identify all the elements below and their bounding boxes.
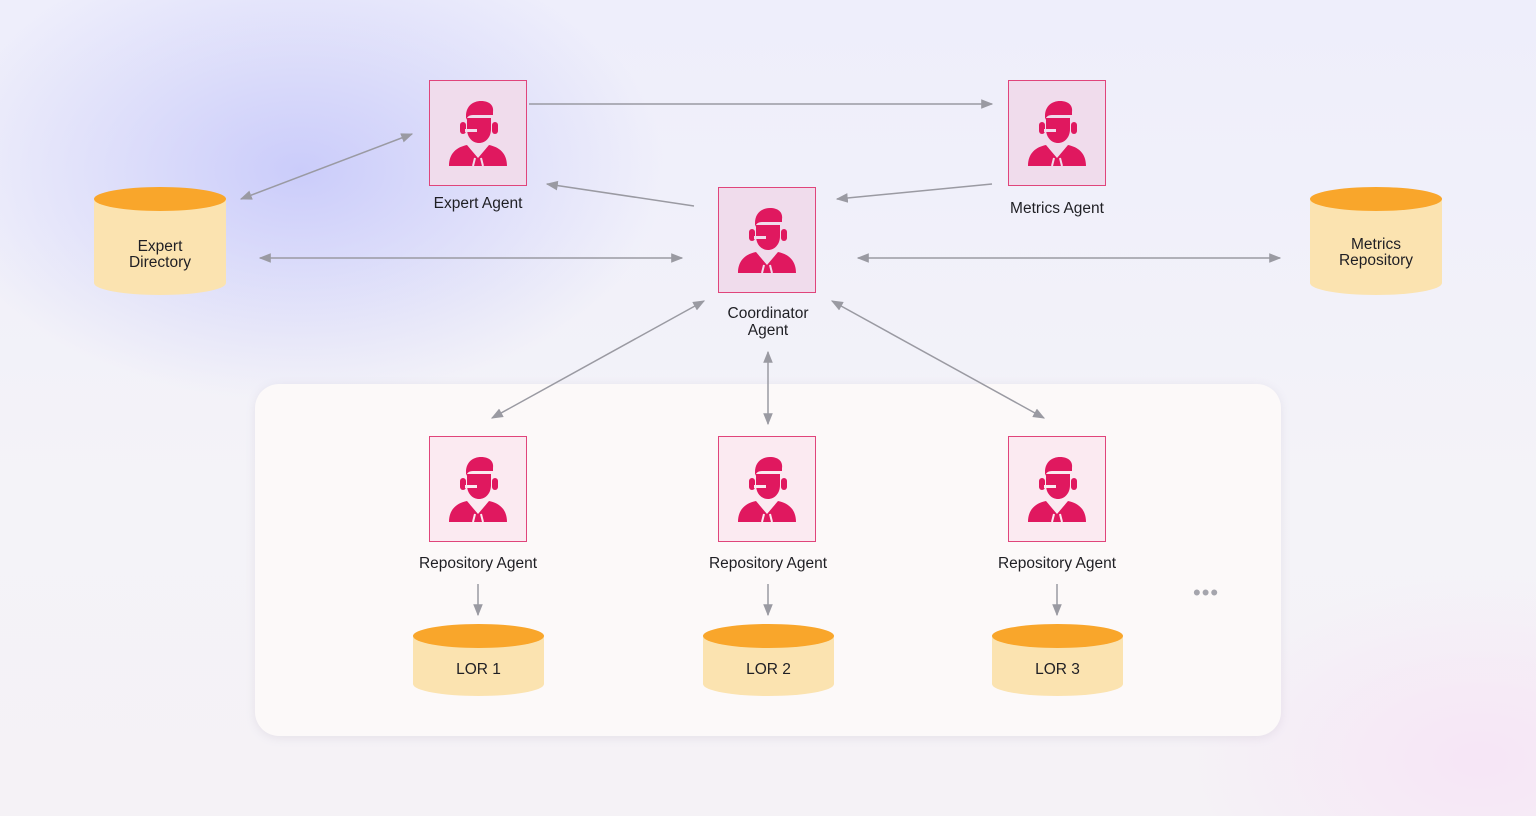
lor-2-database: LOR 2 (703, 624, 834, 696)
person-with-headset-icon (738, 208, 796, 274)
cylinder-body (1310, 199, 1442, 295)
coordinator-label-line1: Coordinator (727, 305, 809, 322)
metrics-agent-box (1008, 80, 1106, 186)
repository-agent-2-label: Repository Agent (708, 555, 828, 572)
lor-2-label: LOR 2 (746, 661, 791, 678)
repository-agent-2-box (718, 436, 816, 542)
coordinator-agent-label: Coordinator Agent (728, 305, 809, 339)
cylinder-database-icon (94, 187, 226, 211)
lor-1-database: LOR 1 (413, 624, 544, 696)
repository-agent-1-label: Repository Agent (418, 555, 538, 572)
cylinder-database-icon (413, 624, 544, 648)
metrics-repository-line1: Metrics (1351, 236, 1401, 253)
metrics-repository-database: Metrics Repository (1310, 187, 1442, 295)
cylinder-database-icon (1310, 187, 1442, 211)
arrow-coordinator-repo1 (490, 300, 706, 419)
expert-directory-database: Expert Directory (94, 187, 226, 295)
person-with-headset-icon (449, 101, 507, 167)
arrow-metrics-to-coordinator (835, 183, 993, 203)
cylinder-database-icon (703, 624, 834, 648)
more-agents-ellipsis-icon: ••• (1193, 580, 1220, 605)
repository-agent-3-box (1008, 436, 1106, 542)
coordinator-label-line2: Agent (747, 322, 789, 339)
lor-3-database: LOR 3 (992, 624, 1123, 696)
expert-agent-box (429, 80, 527, 186)
person-with-headset-icon (449, 457, 507, 523)
arrow-expert-directory-expert-agent (239, 133, 414, 200)
lor-3-label: LOR 3 (1035, 661, 1080, 678)
expert-directory-line2: Directory (128, 254, 191, 271)
coordinator-agent-box (718, 187, 816, 293)
lor-1-label: LOR 1 (456, 661, 501, 678)
arrow-coordinator-to-expert (545, 180, 695, 207)
metrics-agent-label: Metrics Agent (1010, 200, 1104, 217)
person-with-headset-icon (738, 457, 796, 523)
person-with-headset-icon (1028, 101, 1086, 167)
cylinder-database-icon (992, 624, 1123, 648)
arrow-coordinator-repo3 (830, 300, 1046, 419)
metrics-repository-line2: Repository (1338, 252, 1414, 269)
cylinder-body (94, 199, 226, 295)
person-with-headset-icon (1028, 457, 1086, 523)
expert-agent-label: Expert Agent (433, 195, 523, 212)
expert-directory-line1: Expert (137, 238, 183, 255)
repository-agent-1-box (429, 436, 527, 542)
repository-agent-3-label: Repository Agent (997, 555, 1117, 572)
